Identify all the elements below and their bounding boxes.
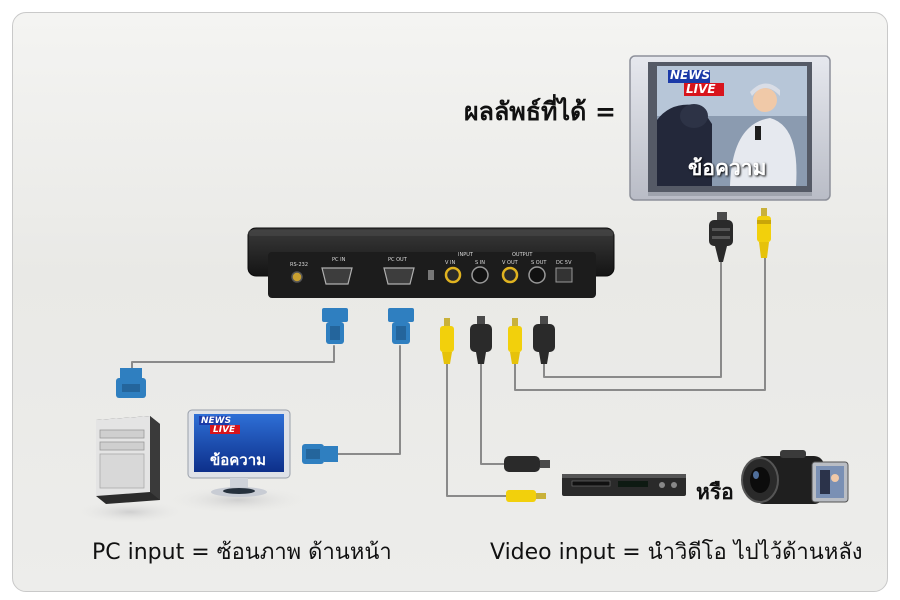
port-label-output: OUTPUT: [512, 252, 533, 258]
svideo-plug-in: [470, 316, 492, 364]
svideo-cable-to-tv: [543, 261, 722, 378]
rca-plug-tv: [757, 208, 771, 258]
vga-cable-to-pc: [131, 345, 335, 369]
tv-news-badge: NEWS: [670, 68, 711, 82]
pc-tower: [74, 416, 186, 524]
port-label-v-in: V IN: [445, 260, 456, 266]
result-label: ผลลัพธ์ที่ได้ =: [464, 97, 616, 126]
monitor-news-badge: NEWS: [201, 416, 232, 426]
rca-cable-from-dvd: [446, 363, 509, 497]
video-overlay-device: [247, 227, 615, 298]
port-label-s-in: S IN: [475, 260, 485, 266]
dvd-player: [562, 474, 686, 496]
port-label-input: INPUT: [458, 252, 473, 258]
svideo-cable-from-dvd: [480, 363, 507, 465]
pc-input-caption: PC input = ซ้อนภาพ ด้านหน้า: [92, 540, 392, 565]
cable-group: [131, 257, 766, 497]
rca-plug-dvd: [506, 490, 546, 502]
vga-plug-pc: [116, 368, 146, 398]
camcorder: [741, 450, 849, 504]
tv-live-badge: LIVE: [686, 82, 716, 96]
port-label-s-out: S OUT: [531, 260, 547, 266]
monitor-live-badge: LIVE: [213, 425, 236, 435]
rca-plug-video-out: [508, 318, 522, 364]
or-label: หรือ: [696, 480, 734, 504]
vga-plug-monitor: [302, 444, 338, 464]
tv-overlay-caption: ข้อความ: [688, 156, 767, 180]
svideo-plug-tv: [709, 212, 733, 262]
port-label-pc-out: PC OUT: [388, 257, 407, 263]
television: [629, 55, 831, 201]
svideo-plug-dvd: [504, 456, 550, 472]
vga-plug-pc-in: [322, 308, 348, 344]
port-label-dc: DC 5V: [556, 260, 572, 266]
vga-plug-pc-out: [388, 308, 414, 344]
monitor-overlay-caption: ข้อความ: [210, 451, 267, 469]
video-input-caption: Video input = นำวิดีโอ ไปไว้ด้านหลัง: [490, 540, 863, 565]
rca-cable-to-tv: [514, 257, 766, 391]
vga-cable-to-monitor: [337, 345, 401, 455]
port-label-rs232: RS-232: [290, 262, 308, 268]
rca-plug-video-in: [440, 318, 454, 364]
svideo-plug-out: [533, 316, 555, 364]
monitor: [166, 409, 310, 514]
port-label-v-out: V OUT: [502, 260, 518, 266]
port-label-pc-in: PC IN: [332, 257, 346, 263]
